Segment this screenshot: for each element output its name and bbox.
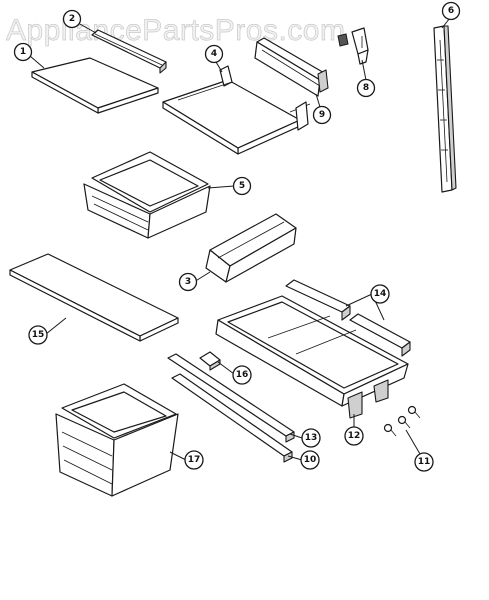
callout-1: 1 xyxy=(13,42,33,62)
callout-14-label: 14 xyxy=(374,289,387,299)
callout-9-label: 9 xyxy=(319,110,325,120)
callout-6: 6 xyxy=(441,1,461,21)
part-15-crisper-cover-glass xyxy=(9,253,179,342)
callout-13-label: 13 xyxy=(305,433,318,443)
callout-17-label: 17 xyxy=(188,455,201,465)
part-14-slide-rails xyxy=(285,279,411,357)
callout-12-label: 12 xyxy=(348,431,361,441)
callout-6-label: 6 xyxy=(448,6,454,16)
callout-13: 13 xyxy=(301,428,321,448)
callout-12: 12 xyxy=(344,426,364,446)
callout-2: 2 xyxy=(62,9,82,29)
callout-5-label: 5 xyxy=(239,181,245,191)
callout-11: 11 xyxy=(414,452,434,472)
part-3-cover-channel xyxy=(205,213,297,283)
watermark: AppliancePartsPros.com xyxy=(6,14,345,47)
callout-3: 3 xyxy=(178,272,198,292)
part-9-shelf-front xyxy=(254,37,329,97)
part-5-deli-drawer xyxy=(83,151,211,239)
callout-4: 4 xyxy=(204,44,224,64)
part-16-clip xyxy=(199,351,221,371)
part-4-shelf-assembly xyxy=(162,65,311,155)
callout-9: 9 xyxy=(312,105,332,125)
callout-10: 10 xyxy=(300,450,320,470)
callout-16: 16 xyxy=(232,365,252,385)
callout-10-label: 10 xyxy=(304,455,317,465)
callout-15: 15 xyxy=(28,325,48,345)
part-12-crisper-frame xyxy=(215,295,409,419)
callout-4-label: 4 xyxy=(211,49,217,59)
callout-11-label: 11 xyxy=(418,457,431,467)
part-10-strip xyxy=(171,373,293,463)
callout-15-label: 15 xyxy=(32,330,45,340)
leader-lines xyxy=(29,17,451,461)
part-17-crisper-drawer xyxy=(55,383,179,497)
part-13-strip xyxy=(167,353,295,443)
callout-17: 17 xyxy=(184,450,204,470)
part-6-rail xyxy=(433,25,457,193)
part-8-bracket xyxy=(337,27,369,65)
callout-5: 5 xyxy=(232,176,252,196)
callout-16-label: 16 xyxy=(236,370,249,380)
callout-8: 8 xyxy=(356,78,376,98)
part-2-shelf-trim xyxy=(91,29,167,74)
callout-2-label: 2 xyxy=(69,14,75,24)
part-11-screws xyxy=(383,405,421,437)
part-1-shelf-glass xyxy=(31,57,159,114)
callout-14: 14 xyxy=(370,284,390,304)
callout-8-label: 8 xyxy=(363,83,369,93)
callout-1-label: 1 xyxy=(20,47,26,57)
callout-3-label: 3 xyxy=(185,277,191,287)
